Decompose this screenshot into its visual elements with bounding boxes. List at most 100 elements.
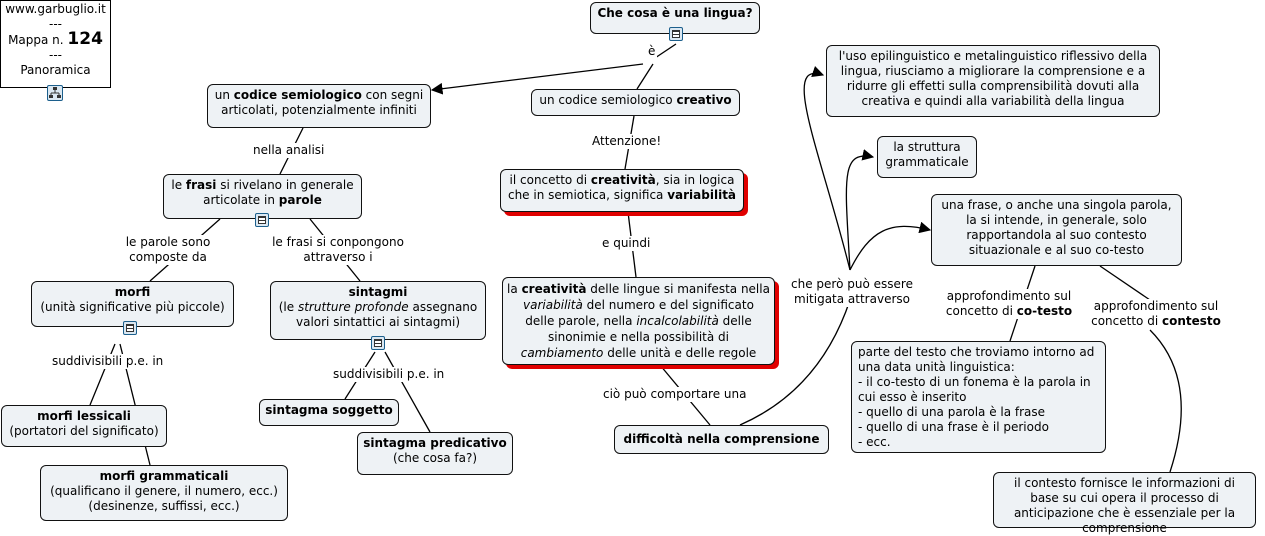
lingue-p3: del numero e del significato delle parol… xyxy=(525,298,754,328)
lingue-i2: incalcolabilità xyxy=(636,314,719,328)
node-morfi-lessicali[interactable]: morfi lessicali (portatori del significa… xyxy=(1,405,167,447)
lingue-p4: delle sinonimie e nella possibilità di xyxy=(548,314,752,344)
sintagmi-p1: (le xyxy=(278,300,298,314)
difficolta-title: difficoltà nella comprensione xyxy=(623,432,820,446)
node-codice-semiologico[interactable]: un codice semiologico con segni articola… xyxy=(207,84,431,128)
node-uso-epilinguistico[interactable]: l'uso epilinguistico e metalinguistico r… xyxy=(826,45,1160,117)
label-suddivisibili-morfi: suddivisibili p.e. in xyxy=(50,354,166,369)
node-morfi-grammaticali[interactable]: morfi grammaticali (qualificano il gener… xyxy=(40,465,288,521)
label-appr-cotesto-pre: approfondimento sul concetto di xyxy=(945,289,1072,318)
map-info-box: www.garbuglio.it --- Mappa n. 124 --- Pa… xyxy=(0,0,111,88)
lingue-i3: cambiamento xyxy=(520,346,604,360)
map-label: Mappa n. xyxy=(8,33,64,47)
codice-bold: codice semiologico xyxy=(233,88,362,102)
creativo-pre: un codice semiologico xyxy=(539,93,677,107)
label-frasi-compongono: le frasi si conpongono attraverso i xyxy=(266,235,410,265)
label-mitigata: che però può essere mitigata attraverso xyxy=(785,277,919,307)
sintagmi-i1: strutture profonde xyxy=(297,300,409,314)
uso-text: l'uso epilinguistico e metalinguistico r… xyxy=(838,49,1148,108)
node-creativita-lingue[interactable]: la creatività delle lingue si manifesta … xyxy=(502,277,775,365)
root-text: Che cosa è una lingua? xyxy=(597,6,753,20)
label-appr-cotesto-bold: co-testo xyxy=(1016,304,1073,318)
creativita-p1: il concetto di xyxy=(509,173,591,187)
cotesto-line: - ecc. xyxy=(858,435,891,449)
predicativo-title: sintagma predicativo xyxy=(363,436,507,450)
morfi-sub: (unità significative più piccole) xyxy=(40,300,225,314)
creativita-p2: , sia in logica che in semiotica, signif… xyxy=(507,173,735,202)
struttura-text: la struttura grammaticale xyxy=(885,140,969,169)
note-icon[interactable] xyxy=(123,321,137,335)
lingue-b1: creatività xyxy=(521,282,587,296)
node-frase-contesto[interactable]: una frase, o anche una singola parola, l… xyxy=(931,194,1182,266)
sintagmi-title: sintagmi xyxy=(348,285,408,299)
link-root-e xyxy=(654,43,677,59)
label-e: è xyxy=(646,44,658,59)
cotesto-line: parte del testo che troviamo intorno ad … xyxy=(858,345,1095,374)
link-difficolta-mitigata xyxy=(739,299,851,426)
view-label[interactable]: Panoramica xyxy=(20,63,91,77)
cotesto-line: - quello di una frase è il periodo xyxy=(858,420,1049,434)
predicativo-sub: (che cosa fa?) xyxy=(392,451,478,465)
node-cotesto-def[interactable]: parte del testo che troviamo intorno ad … xyxy=(851,341,1106,453)
label-nella-analisi: nella analisi xyxy=(251,143,327,158)
frasi-p1: le xyxy=(171,178,186,192)
note-icon[interactable] xyxy=(669,27,683,41)
creativita-b1: creatività xyxy=(590,173,656,187)
grammaticali-sub: (qualificano il genere, il numero, ecc.)… xyxy=(50,484,278,513)
hierarchy-icon[interactable] xyxy=(47,85,63,101)
node-struttura[interactable]: la struttura grammaticale xyxy=(877,136,977,178)
link-e-codice xyxy=(430,63,644,95)
label-comportare: ciò può comportare una xyxy=(601,387,749,402)
lessicali-sub: (portatori del significato) xyxy=(9,424,159,438)
link-mitigata-struttura xyxy=(845,149,875,271)
note-icon[interactable] xyxy=(371,336,385,350)
label-appr-contesto-bold: contesto xyxy=(1161,314,1221,328)
label-e-quindi: e quindi xyxy=(600,236,653,251)
node-difficolta[interactable]: difficoltà nella comprensione xyxy=(614,425,829,454)
frase-contesto-text: una frase, o anche una singola parola, l… xyxy=(941,198,1172,257)
contesto-text: il contesto fornisce le informazioni di … xyxy=(1013,476,1236,535)
link-mitigata-frase xyxy=(849,221,932,271)
codice-post: con segni articolati, potenzialmente inf… xyxy=(221,88,424,117)
link-sintagmi-predicativo xyxy=(384,351,431,433)
separator: --- xyxy=(49,48,62,62)
creativo-bold: creativo xyxy=(676,93,732,107)
sintagmi-p2: assegnano valori sintattici ai sintagmi) xyxy=(295,300,478,329)
node-contesto-def[interactable]: il contesto fornisce le informazioni di … xyxy=(993,472,1256,535)
hierarchy-icon-glyph xyxy=(49,87,61,98)
link-mitigata-uso xyxy=(803,66,851,271)
lingue-i1: variabilità xyxy=(523,298,583,312)
cotesto-line: - quello di una parola è la frase xyxy=(858,405,1046,419)
label-approfondimento-cotesto: approfondimento sul concetto di co-testo xyxy=(936,289,1082,319)
link-frase-contesto xyxy=(1099,265,1151,301)
soggetto-title: sintagma soggetto xyxy=(265,403,393,417)
label-parole-composte: le parole sono composte da xyxy=(118,235,218,265)
map-number-line: Mappa n. 124 xyxy=(1,29,110,49)
node-concetto-creativita[interactable]: il concetto di creatività, sia in logica… xyxy=(500,169,744,212)
node-sintagma-soggetto[interactable]: sintagma soggetto xyxy=(259,399,399,426)
lingue-p1: la xyxy=(507,282,522,296)
lingue-p5: delle unità e delle regole xyxy=(603,346,757,360)
node-sintagmi[interactable]: sintagmi (le strutture profonde assegnan… xyxy=(270,281,486,340)
label-suddivisibili-sintagmi: suddivisibili p.e. in xyxy=(331,367,447,382)
creativita-b2: variabilità xyxy=(667,188,737,202)
node-frasi[interactable]: le frasi si rivelano in generale articol… xyxy=(163,174,362,219)
lessicali-title: morfi lessicali xyxy=(37,409,131,423)
node-codice-creativo[interactable]: un codice semiologico creativo xyxy=(531,89,740,116)
node-sintagma-predicativo[interactable]: sintagma predicativo (che cosa fa?) xyxy=(357,432,513,475)
link-contesto-box xyxy=(1149,329,1182,473)
frasi-b1: frasi xyxy=(185,178,217,192)
frasi-b2: parole xyxy=(278,193,322,207)
label-attenzione: Attenzione! xyxy=(590,134,664,149)
grammaticali-title: morfi grammaticali xyxy=(99,469,229,483)
note-icon[interactable] xyxy=(255,213,269,227)
cotesto-line: - il co-testo di un fonema è la parola i… xyxy=(858,375,1091,404)
codice-pre: un xyxy=(214,88,234,102)
node-root[interactable]: Che cosa è una lingua? xyxy=(590,2,760,34)
map-number: 124 xyxy=(67,29,103,49)
label-approfondimento-contesto: approfondimento sul concetto di contesto xyxy=(1083,299,1229,329)
label-appr-contesto-pre: approfondimento sul concetto di xyxy=(1091,299,1219,328)
frasi-p2: si rivelano in generale articolate in xyxy=(203,178,354,207)
morfi-title: morfi xyxy=(114,285,151,299)
site-url[interactable]: www.garbuglio.it xyxy=(5,2,106,16)
